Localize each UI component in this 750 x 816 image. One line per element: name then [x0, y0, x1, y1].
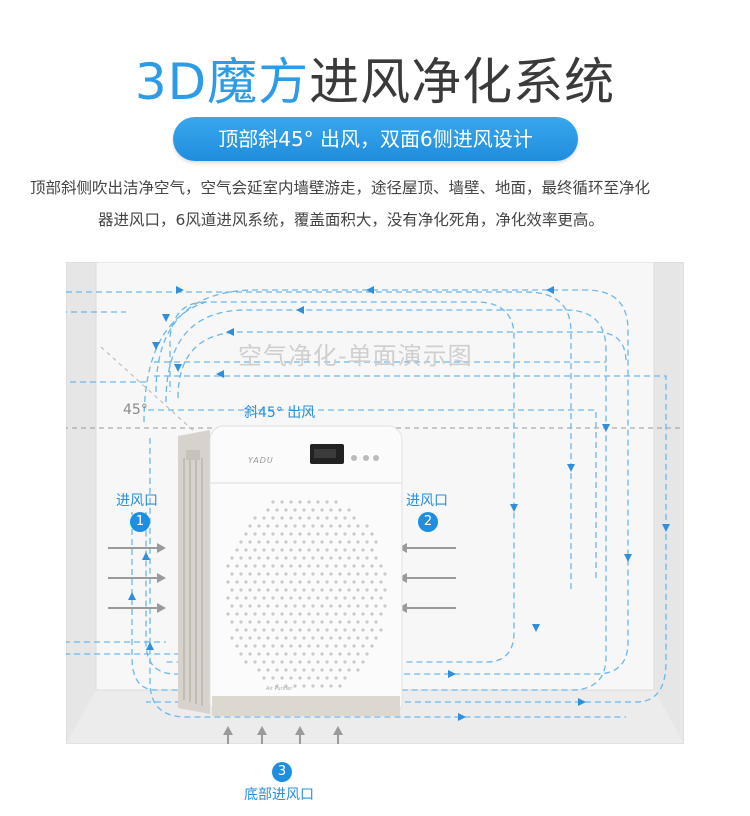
inlet-2-badge: 2: [418, 512, 438, 532]
title-accent: 3D魔方: [134, 53, 310, 111]
title-rest: 进风净化系统: [309, 53, 616, 111]
air-purifier: (function(){ var g = document.currentScr…: [176, 418, 406, 722]
inlet-2-label: 进风口: [406, 493, 448, 509]
page-title: 3D魔方进风净化系统: [0, 52, 750, 112]
description-line-2: 器进风口，6风道进风系统，覆盖面积大，没有净化死角，净化效率更高。: [98, 211, 604, 229]
angle-label: 45°: [123, 402, 148, 418]
description: 顶部斜侧吹出洁净空气，空气会延室内墙壁游走，途径屋顶、墙壁、地面，最终循环至净化…: [30, 172, 720, 236]
airflow-diagram: 空气净化-单面演示图 45° 斜45° 出风 进风口 1 进风口 2 3 底部进…: [66, 262, 684, 803]
watermark-text: 空气净化-单面演示图: [238, 342, 473, 370]
description-line-1: 顶部斜侧吹出洁净空气，空气会延室内墙壁游走，途径屋顶、墙壁、地面，最终循环至净化: [30, 179, 651, 197]
inlet-1-label: 进风口: [116, 493, 158, 509]
inlet-3-badge: 3: [272, 762, 292, 782]
device-brand: YADU: [248, 456, 274, 465]
intake-arrows: [108, 547, 456, 744]
inlet-1-badge: 1: [130, 512, 150, 532]
inlet-3-label: 底部进风口: [244, 787, 314, 803]
airflow-loops: [66, 289, 667, 718]
outlet-label: 斜45° 出风: [244, 405, 316, 421]
device-model: Air Purifier: [266, 686, 293, 692]
subtitle-banner: 顶部斜45° 出风，双面6侧进风设计: [173, 117, 578, 161]
